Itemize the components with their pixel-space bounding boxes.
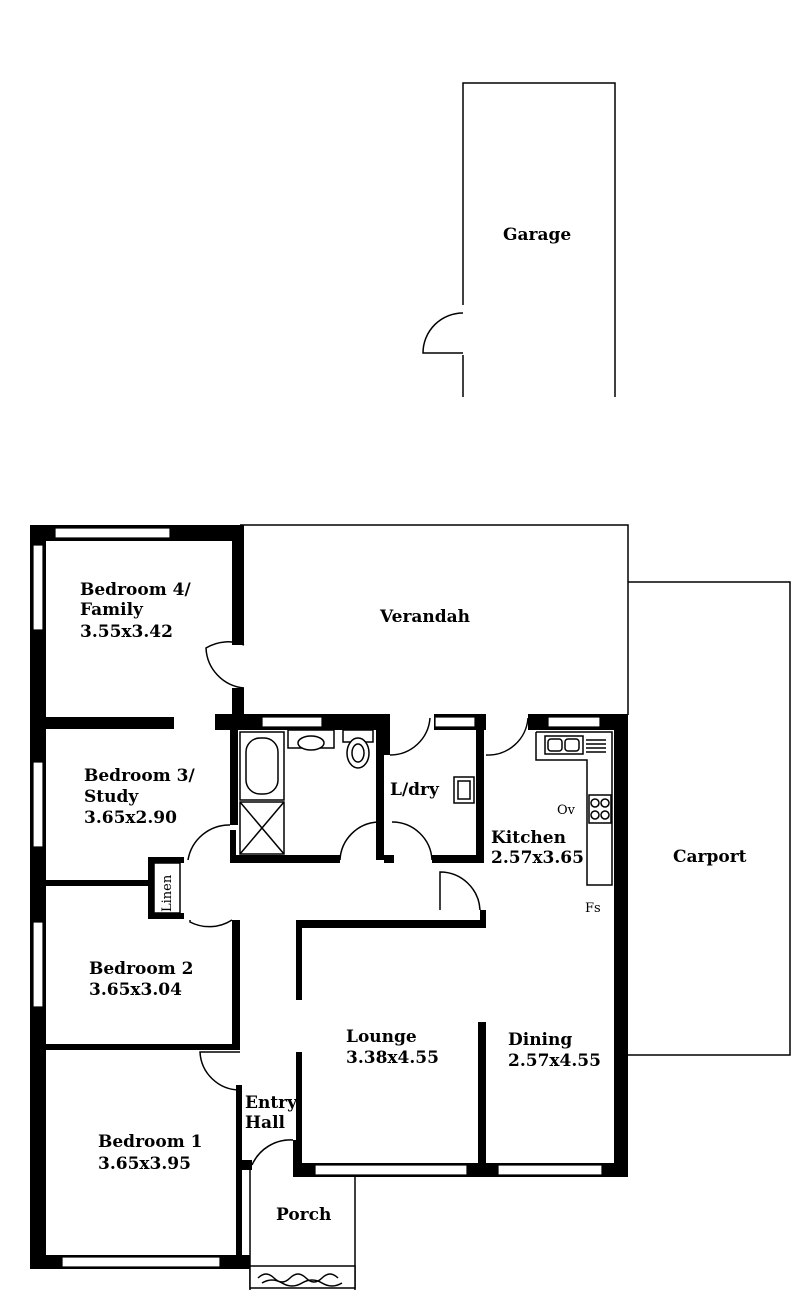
garage-label: Garage (503, 225, 571, 245)
entry-label-line2: Hall (245, 1113, 286, 1133)
door-bed1 (199, 1051, 241, 1091)
kitchen-label: Kitchen (491, 828, 566, 848)
porch-step (249, 1265, 356, 1289)
door-laundry-top (389, 717, 431, 756)
window-bed4-left (32, 544, 44, 631)
bedroom3-label-line1: Bedroom 3/ (84, 766, 195, 786)
window-bed3-left (32, 761, 44, 848)
room-labels: Bedroom 4/ Family 3.55x3.42 Bedroom 3/ S… (80, 580, 601, 1174)
bedroom2-dims: 3.65x3.04 (89, 980, 182, 1000)
linen-label: Linen (160, 874, 175, 912)
door-bed4 (205, 641, 245, 689)
dining-dims: 2.57x4.55 (508, 1051, 601, 1071)
window-ldry-top (434, 716, 476, 728)
porch: Porch (249, 1170, 356, 1290)
kitchen: Ov Fs Kitchen 2.57x3.65 (491, 731, 613, 916)
door-bed3 (187, 824, 231, 861)
dining-label: Dining (508, 1030, 572, 1050)
door-entry (251, 1139, 294, 1166)
bathroom-fixtures (239, 729, 374, 855)
lounge-label: Lounge (346, 1027, 417, 1047)
laundry-label: L/dry (390, 780, 440, 800)
fridge-space-label: Fs (585, 901, 601, 916)
carport-label: Carport (673, 847, 747, 867)
lounge-dims: 3.38x4.55 (346, 1048, 439, 1068)
door-bathroom (339, 821, 379, 861)
bedroom3-label-line2: Study (84, 787, 139, 807)
bedroom4-label-line1: Bedroom 4/ (80, 580, 191, 600)
laundry: L/dry (390, 776, 475, 804)
window-dining-bottom (497, 1164, 603, 1176)
kitchen-dims: 2.57x3.65 (491, 848, 584, 868)
windows (32, 527, 603, 1268)
window-lounge-bottom (314, 1164, 468, 1176)
window-bed4-top (54, 527, 171, 539)
entry-label-line1: Entry (245, 1093, 298, 1113)
bedroom1-dims: 3.65x3.95 (98, 1154, 191, 1174)
bedroom3-dims: 3.65x2.90 (84, 808, 177, 828)
bedroom4-dims: 3.55x3.42 (80, 622, 173, 642)
door-kitchen-top (485, 717, 529, 756)
carport: Carport (628, 581, 791, 1056)
window-bath-top (261, 716, 323, 728)
verandah: Verandah (240, 524, 629, 715)
window-bed1-bottom (61, 1256, 221, 1268)
bedroom2-label: Bedroom 2 (89, 959, 193, 979)
doors (187, 641, 529, 1166)
door-laundry-bottom (391, 821, 433, 861)
garage: Garage (422, 82, 616, 397)
bedroom1-label: Bedroom 1 (98, 1132, 202, 1152)
interior-walls (46, 717, 486, 1263)
door-kitchen-side (439, 871, 481, 911)
bedroom4-label-line2: Family (80, 600, 144, 620)
garage-door (422, 312, 464, 354)
linen-cupboard (153, 862, 181, 914)
door-bed2 (189, 919, 233, 928)
window-kitchen-top (547, 716, 601, 728)
porch-label: Porch (276, 1205, 331, 1225)
oven-label: Ov (557, 803, 576, 818)
basin (297, 735, 325, 751)
window-bed2-left (32, 921, 44, 1008)
verandah-label: Verandah (379, 607, 470, 627)
porch-step-pattern (257, 1273, 343, 1287)
